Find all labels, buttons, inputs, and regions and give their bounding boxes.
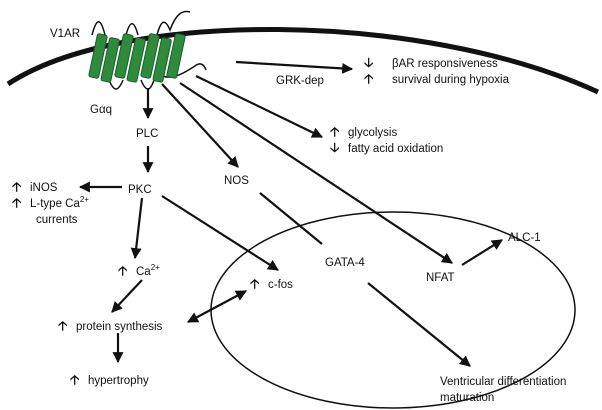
receptor-label: V1AR xyxy=(50,28,80,40)
arrow-pkc-to-ca xyxy=(130,197,144,260)
alc1-label: ALC-1 xyxy=(508,232,541,244)
cfos-up-icon: 🡡 xyxy=(250,276,259,291)
fatty-acid-down-icon: 🡣 xyxy=(330,140,339,155)
arrow-ca-to-protein xyxy=(111,279,143,313)
ca-label: Ca2+ xyxy=(136,263,160,278)
glycolysis-up-icon: 🡡 xyxy=(330,124,339,139)
protein-synthesis-label: protein synthesis xyxy=(76,321,163,333)
protein-up-icon: 🡡 xyxy=(58,318,67,333)
receptor-helices xyxy=(88,33,186,83)
survival-up-icon: 🡡 xyxy=(364,71,373,86)
arrow-gata4-to-ventricular xyxy=(367,282,471,367)
receptor-helix xyxy=(166,33,186,79)
cfos-label: c-fos xyxy=(268,279,293,291)
arrow-cfos-protein xyxy=(187,290,247,323)
v1ar-receptor xyxy=(88,10,207,90)
receptor-helix xyxy=(152,37,172,83)
nfat-label: NFAT xyxy=(426,272,455,284)
nos-label: NOS xyxy=(224,175,249,187)
maturation-label: maturation xyxy=(440,392,494,404)
receptor-helix xyxy=(114,33,134,79)
ltype-up-icon: 🡡 xyxy=(12,195,21,210)
gaq-label: Gαq xyxy=(90,104,112,116)
cell-membrane xyxy=(6,27,600,95)
ltype-currents-label: currents xyxy=(36,214,78,226)
fatty-acid-label: fatty acid oxidation xyxy=(348,143,443,155)
receptor-helix xyxy=(100,37,120,83)
inos-label: iNOS xyxy=(30,182,58,194)
survival-hypoxia-label: survival during hypoxia xyxy=(392,74,510,86)
arrow-grk xyxy=(235,60,354,74)
arrow-receptor-to-nos xyxy=(161,83,239,168)
ltype-label: L-type Ca2+ xyxy=(30,195,89,210)
arrow-pkc-to-cfos xyxy=(161,195,279,271)
ventricular-label: Ventricular differentiation xyxy=(440,376,566,388)
hypertrophy-up-icon: 🡡 xyxy=(70,372,79,387)
receptor-helix xyxy=(88,33,108,79)
arrow-receptor-to-glycolysis xyxy=(195,75,323,138)
receptor-helix xyxy=(140,33,160,79)
glycolysis-label: glycolysis xyxy=(348,127,397,139)
plc-label: PLC xyxy=(136,128,158,140)
arrow-nos-to-gata4 xyxy=(259,192,323,245)
bar-down-icon: 🡣 xyxy=(364,55,373,70)
receptor-helix xyxy=(126,37,146,83)
pkc-label: PKC xyxy=(128,184,152,196)
arrow-receptor-to-nfat xyxy=(179,82,453,264)
hypertrophy-label: hypertrophy xyxy=(88,375,149,387)
bar-responsiveness-label: βAR responsiveness xyxy=(392,58,498,70)
inos-up-icon: 🡡 xyxy=(12,179,21,194)
ca-up-icon: 🡡 xyxy=(118,263,127,278)
receptor-loops xyxy=(91,10,191,90)
arrow-nfat-to-alc1 xyxy=(461,239,503,266)
gata4-label: GATA-4 xyxy=(325,257,365,269)
grk-label: GRK-dep xyxy=(276,75,324,87)
